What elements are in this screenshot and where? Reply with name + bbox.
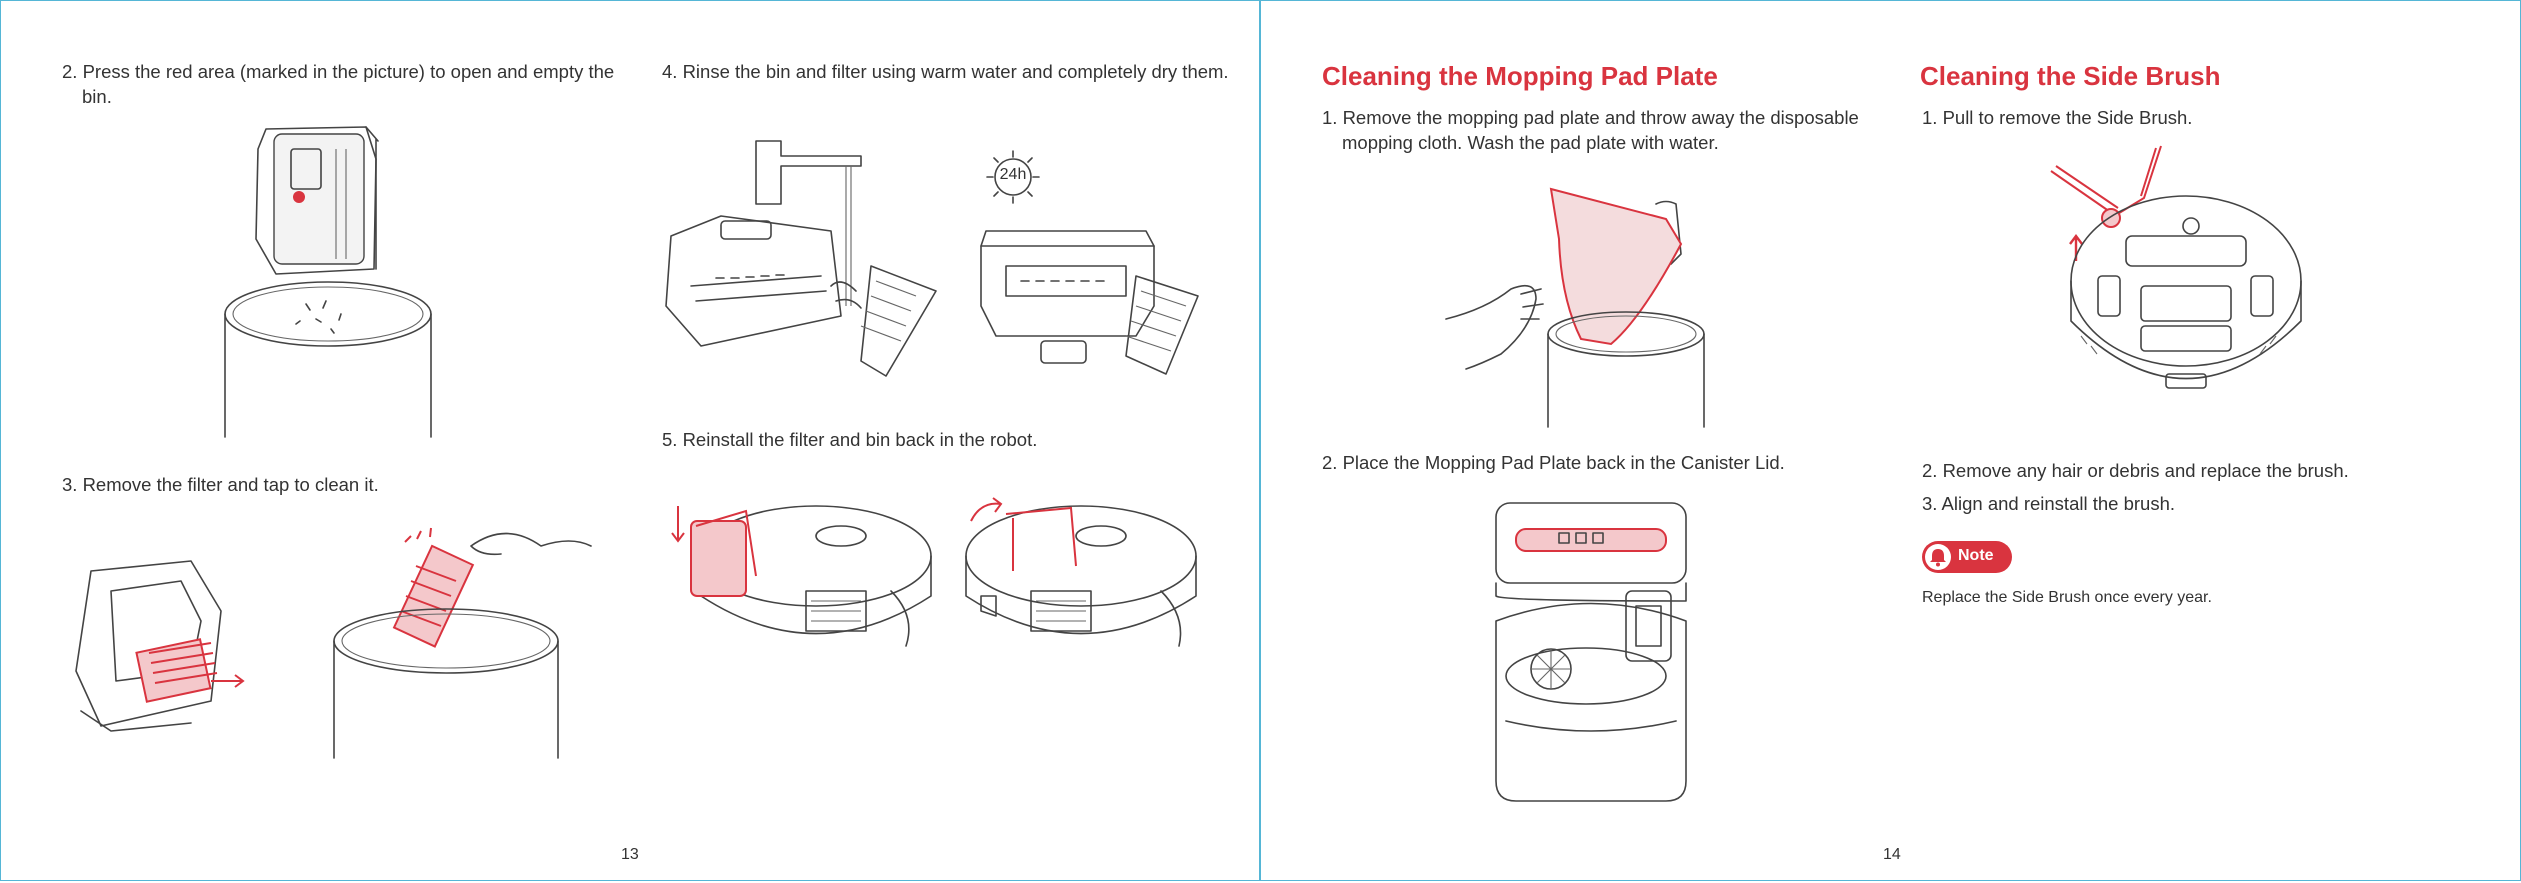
side-brush-section-heading: Cleaning the Side Brush <box>1920 61 2221 92</box>
note-badge: Note <box>1922 541 2012 573</box>
mopping-step-1-text: 1. Remove the mopping pad plate and thro… <box>1322 105 1902 155</box>
manual-page-13: 2. Press the red area (marked in the pic… <box>0 0 1260 881</box>
reinstall-filter-illustration <box>666 496 936 656</box>
empty-bin-illustration <box>216 119 456 439</box>
mopping-section-heading: Cleaning the Mopping Pad Plate <box>1322 61 1718 92</box>
step-5-text: 5. Reinstall the filter and bin back in … <box>662 427 1242 452</box>
canister-lid-illustration <box>1491 501 1691 806</box>
mopping-step-2-text: 2. Place the Mopping Pad Plate back in t… <box>1322 450 1902 475</box>
bell-icon <box>1925 544 1951 570</box>
filter-removal-illustration <box>71 551 251 741</box>
side-brush-removal-illustration <box>2046 146 2306 416</box>
close-bin-illustration <box>961 496 1201 656</box>
page-number-13: 13 <box>621 846 639 864</box>
mopping-pad-removal-illustration <box>1441 179 1701 429</box>
dried-bin-illustration <box>976 226 1201 376</box>
step-2-text: 2. Press the red area (marked in the pic… <box>62 59 642 109</box>
page-number-14: 14 <box>1883 846 1901 864</box>
tap-filter-illustration <box>331 526 601 761</box>
note-label: Note <box>1958 547 1994 565</box>
rinse-bin-illustration <box>661 136 941 381</box>
brush-step-1-text: 1. Pull to remove the Side Brush. <box>1922 105 2502 130</box>
dry-time-label: 24h <box>995 166 1031 184</box>
manual-page-14: Cleaning the Mopping Pad Plate 1. Remove… <box>1260 0 2521 881</box>
brush-step-3-text: 3. Align and reinstall the brush. <box>1922 491 2502 516</box>
note-text: Replace the Side Brush once every year. <box>1922 589 2212 607</box>
step-3-text: 3. Remove the filter and tap to clean it… <box>62 472 642 497</box>
step-4-text: 4. Rinse the bin and filter using warm w… <box>662 59 1242 84</box>
brush-step-2-text: 2. Remove any hair or debris and replace… <box>1922 458 2502 483</box>
